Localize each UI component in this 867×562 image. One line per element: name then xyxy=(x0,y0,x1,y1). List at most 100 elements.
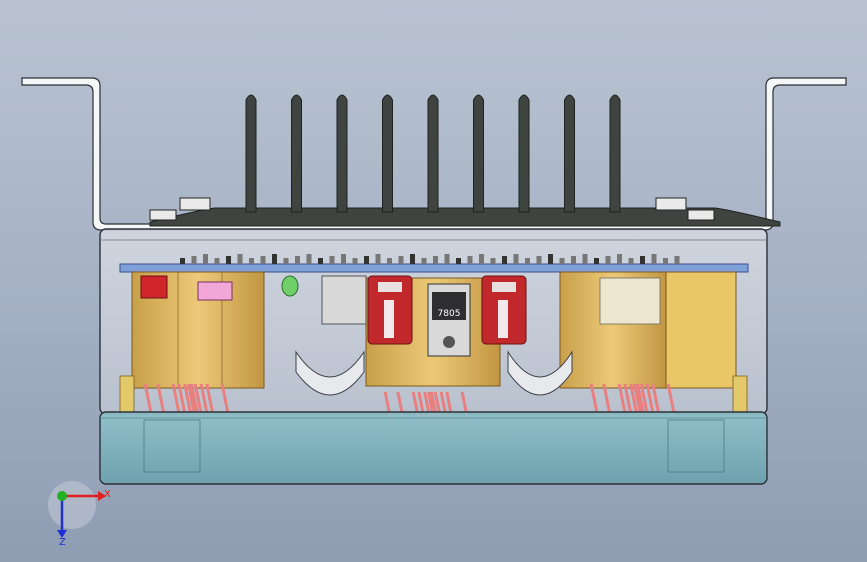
standoff-right[interactable] xyxy=(732,375,748,413)
winding-strand xyxy=(636,383,645,415)
heatsink-fin xyxy=(427,94,439,213)
winding-strand xyxy=(666,383,676,415)
terminal-grey[interactable] xyxy=(321,275,367,325)
y-axis-dot xyxy=(57,491,67,501)
heatsink-fin xyxy=(336,94,348,213)
smd-part xyxy=(628,258,634,264)
voltage-regulator-7805[interactable]: 7805 xyxy=(427,283,471,357)
winding-strand xyxy=(156,383,166,415)
winding-strand xyxy=(602,383,612,415)
smd-part xyxy=(410,254,415,264)
smd-part xyxy=(536,256,542,264)
smd-part xyxy=(617,254,622,264)
smd-part xyxy=(295,256,300,264)
z-axis-label: Z xyxy=(59,537,66,548)
enclosure-lid[interactable] xyxy=(99,411,768,485)
smd-part xyxy=(203,254,208,264)
cable-gland-left[interactable] xyxy=(295,350,365,396)
winding-strand xyxy=(629,383,639,415)
winding-strand xyxy=(143,383,153,415)
heatsink[interactable] xyxy=(149,94,781,227)
heatsink-fin xyxy=(291,94,302,213)
transformer-right[interactable] xyxy=(559,271,737,389)
smd-part xyxy=(467,256,473,264)
smd-part xyxy=(674,256,680,264)
smd-part xyxy=(594,258,599,264)
smd-part xyxy=(364,256,369,264)
smd-part xyxy=(651,254,657,264)
smd-part xyxy=(318,258,323,264)
smd-part xyxy=(352,258,358,264)
winding-strand xyxy=(193,383,203,415)
smd-part xyxy=(191,256,197,264)
winding-strand xyxy=(183,383,193,415)
winding-strand xyxy=(589,383,599,415)
smd-part xyxy=(249,258,254,264)
connector-red[interactable] xyxy=(140,275,168,299)
hex-nut-left[interactable] xyxy=(149,197,211,221)
smd-part xyxy=(329,256,335,264)
heatsink-fin xyxy=(245,94,257,213)
pcb-board[interactable] xyxy=(119,254,749,273)
smd-part xyxy=(571,256,576,264)
smd-part xyxy=(490,258,496,264)
smd-part xyxy=(398,256,404,264)
smd-part xyxy=(640,256,645,264)
winding-strand xyxy=(199,383,209,415)
smd-part xyxy=(548,254,553,264)
heatsink-fin xyxy=(564,94,575,213)
smd-part xyxy=(502,256,507,264)
regulator-label: 7805 xyxy=(438,309,461,319)
winding-strand xyxy=(177,383,187,415)
smd-part xyxy=(456,258,461,264)
winding-strand xyxy=(623,383,633,415)
smd-part xyxy=(525,258,530,264)
mounting-bracket[interactable] xyxy=(21,77,847,231)
smd-part xyxy=(605,256,611,264)
standoff-left[interactable] xyxy=(119,375,135,413)
smd-part xyxy=(283,258,289,264)
connector-pink[interactable] xyxy=(197,281,233,301)
smd-part xyxy=(375,254,381,264)
smd-part xyxy=(306,254,312,264)
heatsink-fin xyxy=(609,94,621,213)
winding-strand xyxy=(171,383,181,415)
winding-strand xyxy=(205,383,215,415)
winding-strand xyxy=(617,383,627,415)
led-green[interactable] xyxy=(281,275,299,297)
orientation-triad: X Z xyxy=(48,481,111,548)
heatsink-fin xyxy=(473,94,484,213)
heatsink-fins xyxy=(245,94,621,213)
smd-part xyxy=(272,254,277,264)
smd-part xyxy=(180,258,185,264)
smd-part xyxy=(479,254,484,264)
smd-part xyxy=(237,254,243,264)
winding-strand xyxy=(645,383,655,415)
smd-part xyxy=(226,256,231,264)
winding-strand xyxy=(639,383,649,415)
smd-components xyxy=(180,254,680,264)
capacitor-right[interactable] xyxy=(481,275,527,345)
hex-nut-right[interactable] xyxy=(655,197,715,221)
cable-gland-right[interactable] xyxy=(507,350,573,396)
smd-part xyxy=(513,254,519,264)
winding-strand xyxy=(220,383,230,415)
winding-strand xyxy=(651,383,661,415)
heatsink-fin xyxy=(382,94,393,213)
x-axis-label: X xyxy=(104,489,111,500)
smd-part xyxy=(387,258,392,264)
smd-part xyxy=(559,258,565,264)
smd-part xyxy=(341,254,346,264)
winding-strand xyxy=(190,383,199,415)
smd-part xyxy=(444,254,450,264)
smd-part xyxy=(663,258,668,264)
smd-part xyxy=(214,258,220,264)
smd-part xyxy=(582,254,588,264)
heatsink-fin xyxy=(518,94,530,213)
smd-part xyxy=(260,256,266,264)
smd-part xyxy=(421,258,427,264)
capacitor-left[interactable] xyxy=(367,275,413,345)
smd-part xyxy=(433,256,438,264)
